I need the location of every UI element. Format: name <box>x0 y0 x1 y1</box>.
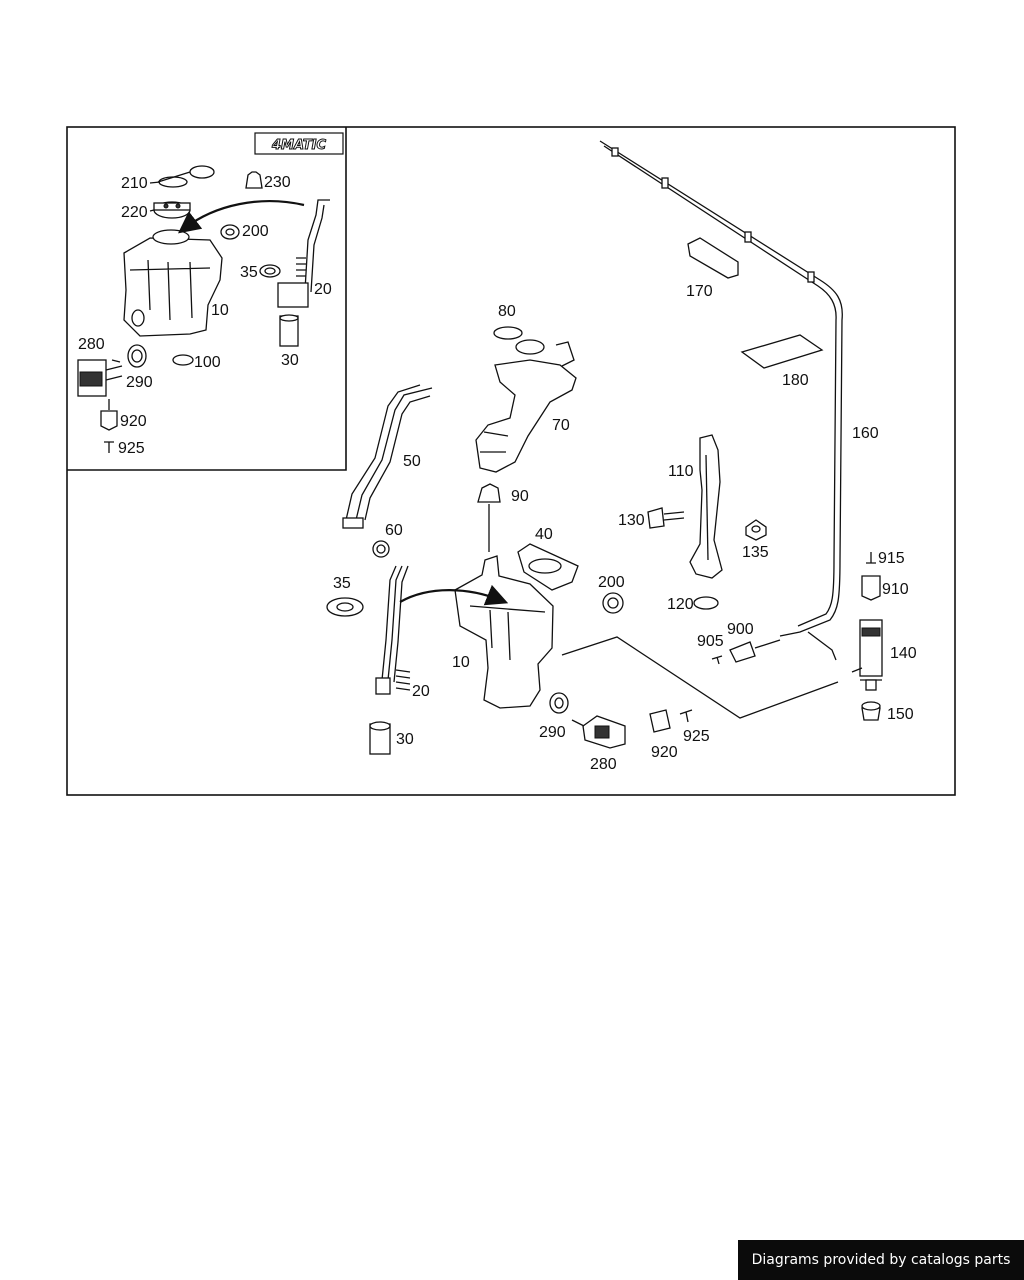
label-910: 910 <box>882 581 909 598</box>
inset-arrow <box>178 200 305 234</box>
label-925: 925 <box>683 728 710 745</box>
seal-35 <box>326 597 364 617</box>
cap-80 <box>493 326 545 355</box>
clip-60 <box>372 540 390 558</box>
inset-seal-35 <box>259 264 281 278</box>
label-inset-210: 210 <box>121 175 148 192</box>
pin-925 <box>679 709 693 723</box>
connector-900 <box>729 639 781 663</box>
pin-905 <box>711 655 723 665</box>
inset-grommet-200 <box>220 224 240 240</box>
label-110: 110 <box>668 463 694 480</box>
inset-grommet-290 <box>127 344 147 368</box>
label-inset-280: 280 <box>78 336 105 353</box>
label-140: 140 <box>890 645 917 662</box>
connector-920 <box>649 709 671 733</box>
filler-neck-20 <box>375 565 411 695</box>
label-60: 60 <box>385 522 403 539</box>
inset-reservoir-10 <box>123 229 223 337</box>
label-inset-290: 290 <box>126 374 153 391</box>
label-160: 160 <box>852 425 879 442</box>
level-sensor-40 <box>517 543 579 591</box>
diagram-frame <box>66 126 956 796</box>
label-40: 40 <box>535 526 553 543</box>
grommet-150 <box>861 701 881 721</box>
label-905: 905 <box>697 633 724 650</box>
label-170: 170 <box>686 283 713 300</box>
label-10: 10 <box>452 654 470 671</box>
label-20: 20 <box>412 683 430 700</box>
label-inset-100: 100 <box>194 354 221 371</box>
label-50: 50 <box>403 453 421 470</box>
inset-grommet-100 <box>172 354 194 366</box>
hose-clips <box>611 147 815 283</box>
inset-leader-lines <box>108 181 161 410</box>
bolt-130 <box>647 507 685 529</box>
grommet-200 <box>602 592 624 614</box>
main-arrow <box>399 584 509 606</box>
label-150: 150 <box>887 706 914 723</box>
clip-170 <box>687 237 739 279</box>
nut-135 <box>745 519 767 541</box>
label-900: 900 <box>727 621 754 638</box>
bracket-110 <box>689 434 723 579</box>
label-280: 280 <box>590 756 617 773</box>
hose-branch <box>807 631 837 661</box>
label-130: 130 <box>618 512 645 529</box>
label-inset-35: 35 <box>240 264 258 281</box>
hose-line-160 <box>599 140 843 637</box>
label-135: 135 <box>742 544 769 561</box>
label-120: 120 <box>667 596 694 613</box>
pump-280 <box>571 715 626 749</box>
inset-cap-220 <box>153 201 191 219</box>
bracket-line <box>561 636 839 719</box>
inset-grommet-230 <box>245 171 263 189</box>
filler-pipe-50 <box>342 384 433 529</box>
hose-line-160-inner <box>603 145 837 627</box>
grommet-90 <box>477 483 501 552</box>
label-35: 35 <box>333 575 351 592</box>
sleeve-30 <box>369 721 391 755</box>
label-inset-220: 220 <box>121 204 148 221</box>
filler-neck-70 <box>475 341 577 473</box>
label-90: 90 <box>511 488 529 505</box>
label-70: 70 <box>552 417 570 434</box>
label-290: 290 <box>539 724 566 741</box>
inset-frame <box>67 127 347 471</box>
label-915: 915 <box>878 550 905 567</box>
grommet-290 <box>549 692 569 714</box>
label-180: 180 <box>782 372 809 389</box>
inset-filler-neck-20 <box>277 199 330 308</box>
label-inset-10: 10 <box>211 302 229 319</box>
label-30: 30 <box>396 731 414 748</box>
label-inset-230: 230 <box>264 174 291 191</box>
inset-pin-925 <box>104 441 114 453</box>
grommet-120 <box>693 596 719 610</box>
inset-sleeve-30 <box>279 314 299 347</box>
inset-connector-920 <box>100 410 118 431</box>
pin-915 <box>866 552 876 564</box>
label-inset-925: 925 <box>118 440 145 457</box>
inset-cap-210 <box>157 165 215 188</box>
connector-910 <box>861 575 881 601</box>
inset-pump-280 <box>77 359 123 397</box>
washer-pump-140 <box>851 619 883 691</box>
label-inset-200: 200 <box>242 223 269 240</box>
label-200: 200 <box>598 574 625 591</box>
4matic-logo: 4MATIC <box>254 132 344 155</box>
4matic-logo-text: 4MATIC <box>271 138 327 153</box>
label-80: 80 <box>498 303 516 320</box>
credits-badge: Diagrams provided by catalogs parts <box>738 1240 1024 1280</box>
pad-180 <box>740 334 824 369</box>
label-inset-30: 30 <box>281 352 299 369</box>
label-920: 920 <box>651 744 678 761</box>
label-inset-20: 20 <box>314 281 332 298</box>
label-inset-920: 920 <box>120 413 147 430</box>
